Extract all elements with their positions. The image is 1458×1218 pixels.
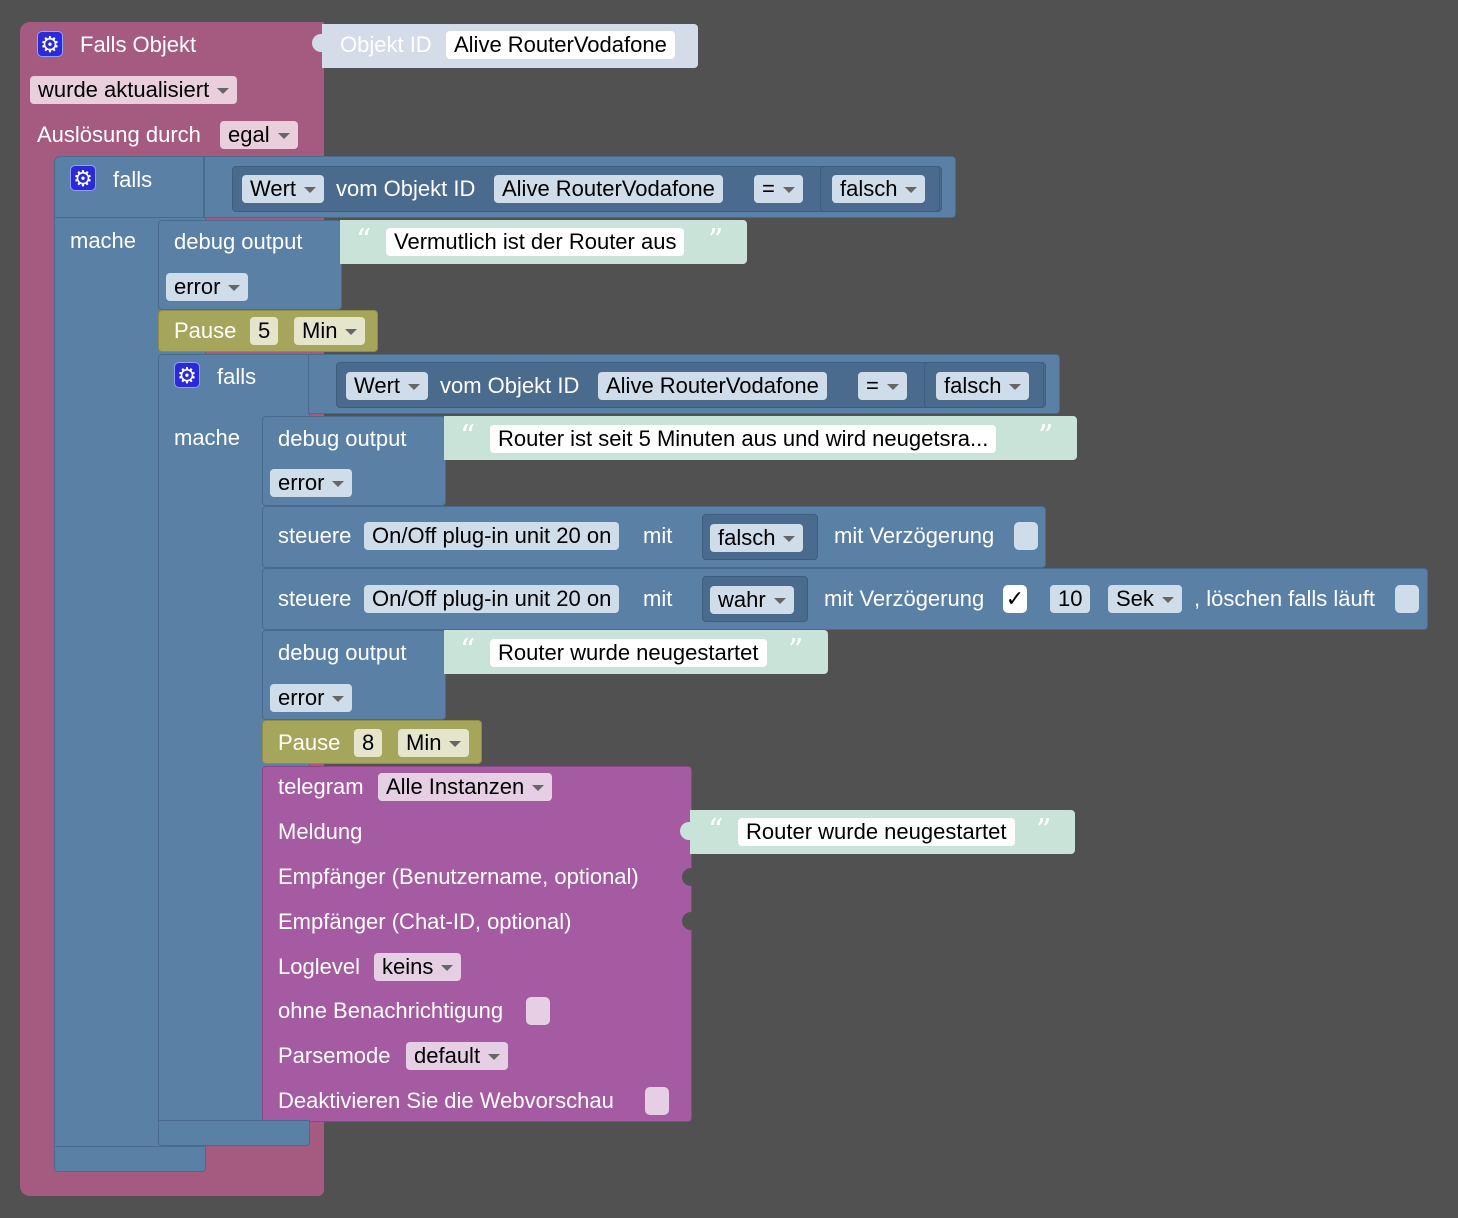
control2-clear-checkbox[interactable]: [1395, 585, 1419, 613]
telegram-recipient-chat-label: Empfänger (Chat-ID, optional): [278, 909, 572, 934]
debug3-text-field[interactable]: Router wurde neugestartet: [490, 639, 767, 667]
object-id-label: Objekt ID: [340, 32, 432, 57]
input-notch: [312, 34, 322, 52]
event-mode-dropdown[interactable]: wurde aktualisiert: [30, 76, 238, 104]
control2-label: steuere: [278, 586, 352, 611]
telegram-webpreview-checkbox[interactable]: [645, 1087, 669, 1115]
control2-device-field[interactable]: On/Off plug-in unit 20 on: [364, 585, 620, 613]
telegram-recipient-user-label: Empfänger (Benutzername, optional): [278, 864, 639, 889]
close-quote-icon: ”: [708, 223, 724, 258]
debug2-level-dropdown[interactable]: error: [270, 469, 353, 497]
outer-vom-label: vom Objekt ID: [336, 176, 476, 201]
pause2-label: Pause: [278, 730, 341, 755]
control1-delay-checkbox[interactable]: [1014, 522, 1038, 550]
telegram-webpreview-label: Deaktivieren Sie die Webvorschau: [278, 1088, 614, 1113]
control2-mit-label: mit: [643, 586, 673, 611]
control1-device-field[interactable]: On/Off plug-in unit 20 on: [364, 522, 620, 550]
open-quote-icon: “: [356, 223, 372, 258]
control2-delay-checkbox[interactable]: ✓: [1003, 585, 1027, 613]
input-notch: [682, 868, 692, 886]
trigger-dropdown[interactable]: egal: [220, 121, 298, 149]
pause2-value-field[interactable]: 8: [354, 729, 383, 757]
control2-unit-dropdown[interactable]: Sek: [1108, 585, 1182, 613]
pause1-value-field[interactable]: 5: [250, 317, 279, 345]
open-quote-icon: “: [708, 813, 724, 848]
control2-delay-field[interactable]: 10: [1050, 585, 1091, 613]
inner-if-mache-label: mache: [174, 425, 241, 450]
input-notch: [680, 822, 690, 840]
outer-object-field[interactable]: Alive RouterVodafone: [494, 175, 723, 203]
inner-value-dropdown[interactable]: falsch: [936, 372, 1030, 400]
inner-vom-label: vom Objekt ID: [440, 373, 580, 398]
inner-wert-dropdown[interactable]: Wert: [346, 372, 429, 400]
telegram-silent-label: ohne Benachrichtigung: [278, 998, 504, 1023]
debug1-text-field[interactable]: Vermutlich ist der Router aus: [386, 228, 685, 256]
telegram-parsemode-label: Parsemode: [278, 1043, 391, 1068]
close-quote-icon: ”: [1038, 419, 1054, 454]
telegram-label: telegram: [278, 774, 364, 799]
control1-mit-label: mit: [643, 523, 673, 548]
debug3-level-dropdown[interactable]: error: [270, 684, 353, 712]
outer-wert-dropdown[interactable]: Wert: [242, 175, 325, 203]
control2-clear-label: , löschen falls läuft: [1194, 586, 1375, 611]
gear-icon[interactable]: ⚙: [37, 31, 63, 57]
telegram-parsemode-dropdown[interactable]: default: [406, 1042, 509, 1070]
outer-if-mache-label: mache: [70, 228, 137, 253]
open-quote-icon: “: [460, 419, 476, 454]
close-quote-icon: ”: [1036, 813, 1052, 848]
object-id-field[interactable]: Alive RouterVodafone: [446, 31, 675, 59]
debug1-label: debug output: [174, 229, 303, 254]
outer-if-bottom-cap: [54, 1146, 206, 1172]
telegram-silent-checkbox[interactable]: [526, 997, 550, 1025]
debug2-label: debug output: [278, 426, 407, 451]
control1-label: steuere: [278, 523, 352, 548]
inner-if-bottom-cap: [158, 1120, 310, 1146]
close-quote-icon: ”: [788, 633, 804, 668]
inner-if-falls-label: falls: [217, 364, 257, 389]
telegram-loglevel-label: Loglevel: [278, 954, 360, 979]
event-title: Falls Objekt: [80, 32, 197, 57]
inner-object-field[interactable]: Alive RouterVodafone: [598, 372, 827, 400]
outer-value-dropdown[interactable]: falsch: [832, 175, 926, 203]
telegram-message-field[interactable]: Router wurde neugestartet: [738, 818, 1015, 846]
outer-if-falls-label: falls: [113, 167, 153, 192]
outer-op-dropdown[interactable]: =: [754, 175, 803, 203]
gear-icon[interactable]: ⚙: [70, 165, 96, 191]
control1-delay-label: mit Verzögerung: [834, 523, 995, 548]
debug1-level-dropdown[interactable]: error: [166, 273, 249, 301]
telegram-loglevel-dropdown[interactable]: keins: [374, 953, 462, 981]
debug2-text-field[interactable]: Router ist seit 5 Minuten aus und wird n…: [490, 425, 997, 453]
trigger-label: Auslösung durch: [37, 122, 201, 147]
open-quote-icon: “: [460, 633, 476, 668]
control1-value-dropdown[interactable]: falsch: [710, 524, 804, 552]
gear-icon[interactable]: ⚙: [174, 362, 200, 388]
control2-value-dropdown[interactable]: wahr: [710, 586, 794, 614]
control2-delay-label: mit Verzögerung: [824, 586, 985, 611]
telegram-instance-dropdown[interactable]: Alle Instanzen: [378, 773, 553, 801]
pause1-unit-dropdown[interactable]: Min: [294, 317, 366, 345]
pause1-label: Pause: [174, 318, 237, 343]
pause2-unit-dropdown[interactable]: Min: [398, 729, 470, 757]
debug3-label: debug output: [278, 640, 407, 665]
inner-op-dropdown[interactable]: =: [858, 372, 907, 400]
input-notch: [682, 912, 692, 930]
telegram-message-label: Meldung: [278, 819, 363, 844]
